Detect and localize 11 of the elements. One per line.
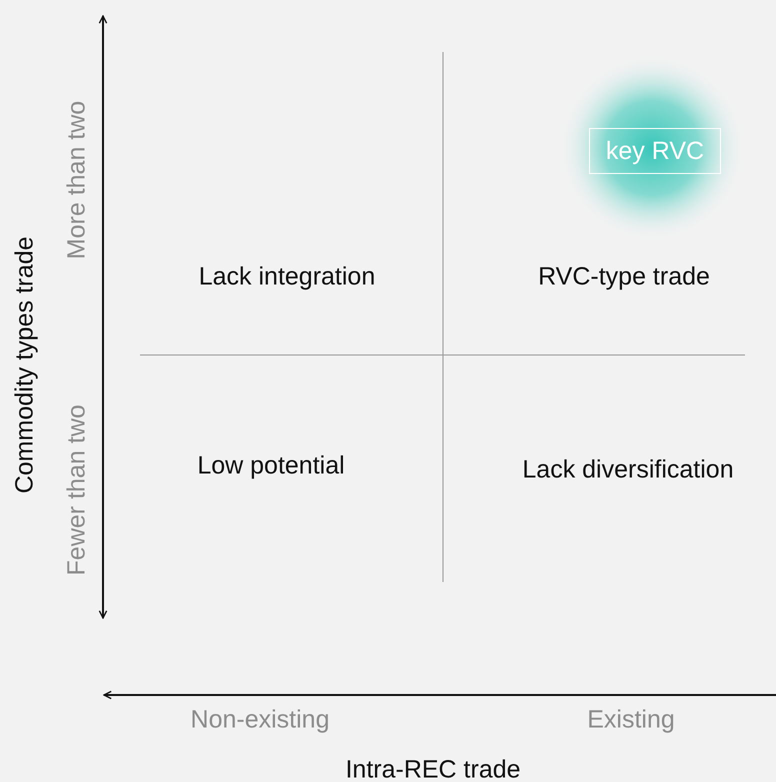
quadrant-label: RVC-type trade — [538, 263, 710, 291]
axis-value-label: Existing — [587, 706, 675, 734]
highlight-box: key RVC — [589, 128, 721, 174]
quadrant-label: Low potential — [197, 452, 345, 480]
quadrant-label: Lack integration — [198, 263, 376, 291]
quadrant-label: Lack diversification — [522, 456, 734, 484]
axis-value-label: Fewer than two — [63, 404, 91, 576]
axis-value-label: More than two — [63, 100, 91, 260]
axis-title: Commodity types trade — [11, 236, 39, 494]
axis-value-label: Non-existing — [190, 706, 330, 734]
axis-title: Intra-REC trade — [345, 756, 521, 782]
